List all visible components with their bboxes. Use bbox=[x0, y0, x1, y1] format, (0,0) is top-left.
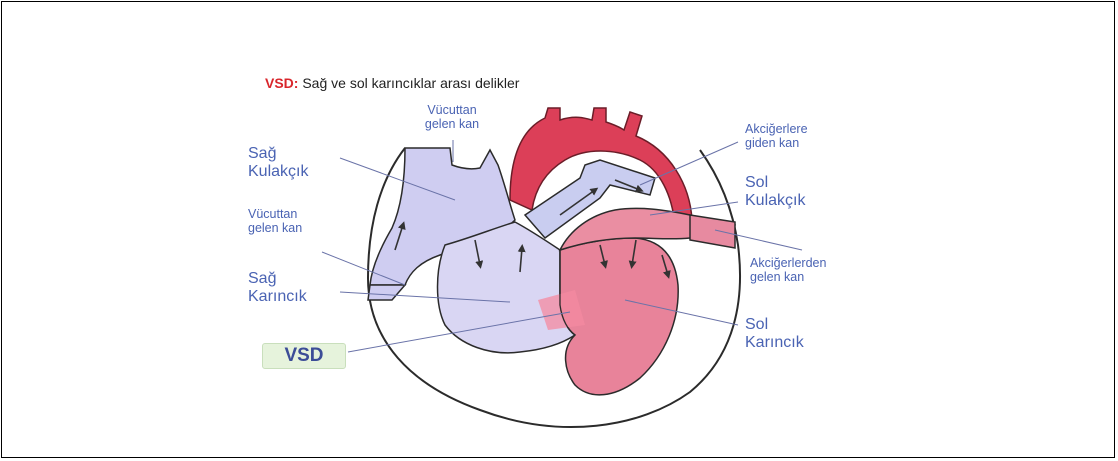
label-sol-kulakcik-line1: Sol bbox=[745, 174, 805, 192]
label-akcigerlere: Akciğerlere giden kan bbox=[745, 122, 808, 151]
label-akcigerlerden-line1: Akciğerlerden bbox=[750, 256, 826, 270]
label-vucuttan-top: Vücuttan gelen kan bbox=[402, 103, 502, 132]
label-vucuttan-top-line2: gelen kan bbox=[402, 117, 502, 131]
vsd-badge: VSD bbox=[262, 343, 346, 369]
label-akcigerlerden-line2: gelen kan bbox=[750, 270, 826, 284]
label-sag-karincik: Sağ Karıncık bbox=[248, 270, 307, 307]
label-sol-kulakcik: Sol Kulakçık bbox=[745, 174, 805, 211]
label-vucuttan-left-line2: gelen kan bbox=[248, 221, 302, 235]
label-sol-karincik-line1: Sol bbox=[745, 316, 804, 334]
label-sag-karincik-line2: Karıncık bbox=[248, 288, 307, 306]
label-vucuttan-left-line1: Vücuttan bbox=[248, 207, 302, 221]
label-vucuttan-top-line1: Vücuttan bbox=[402, 103, 502, 117]
label-sol-karincik: Sol Karıncık bbox=[745, 316, 804, 353]
label-akcigerlerden: Akciğerlerden gelen kan bbox=[750, 256, 826, 285]
label-akcigerlere-line1: Akciğerlere bbox=[745, 122, 808, 136]
label-sag-karincik-line1: Sağ bbox=[248, 270, 307, 288]
label-sol-kulakcik-line2: Kulakçık bbox=[745, 192, 805, 210]
label-sol-karincik-line2: Karıncık bbox=[745, 334, 804, 352]
label-sag-kulakcik: Sağ Kulakçık bbox=[248, 145, 308, 182]
label-sag-kulakcik-line1: Sağ bbox=[248, 145, 308, 163]
label-sag-kulakcik-line2: Kulakçık bbox=[248, 163, 308, 181]
label-vucuttan-left: Vücuttan gelen kan bbox=[248, 207, 302, 236]
label-akcigerlere-line2: giden kan bbox=[745, 136, 808, 150]
